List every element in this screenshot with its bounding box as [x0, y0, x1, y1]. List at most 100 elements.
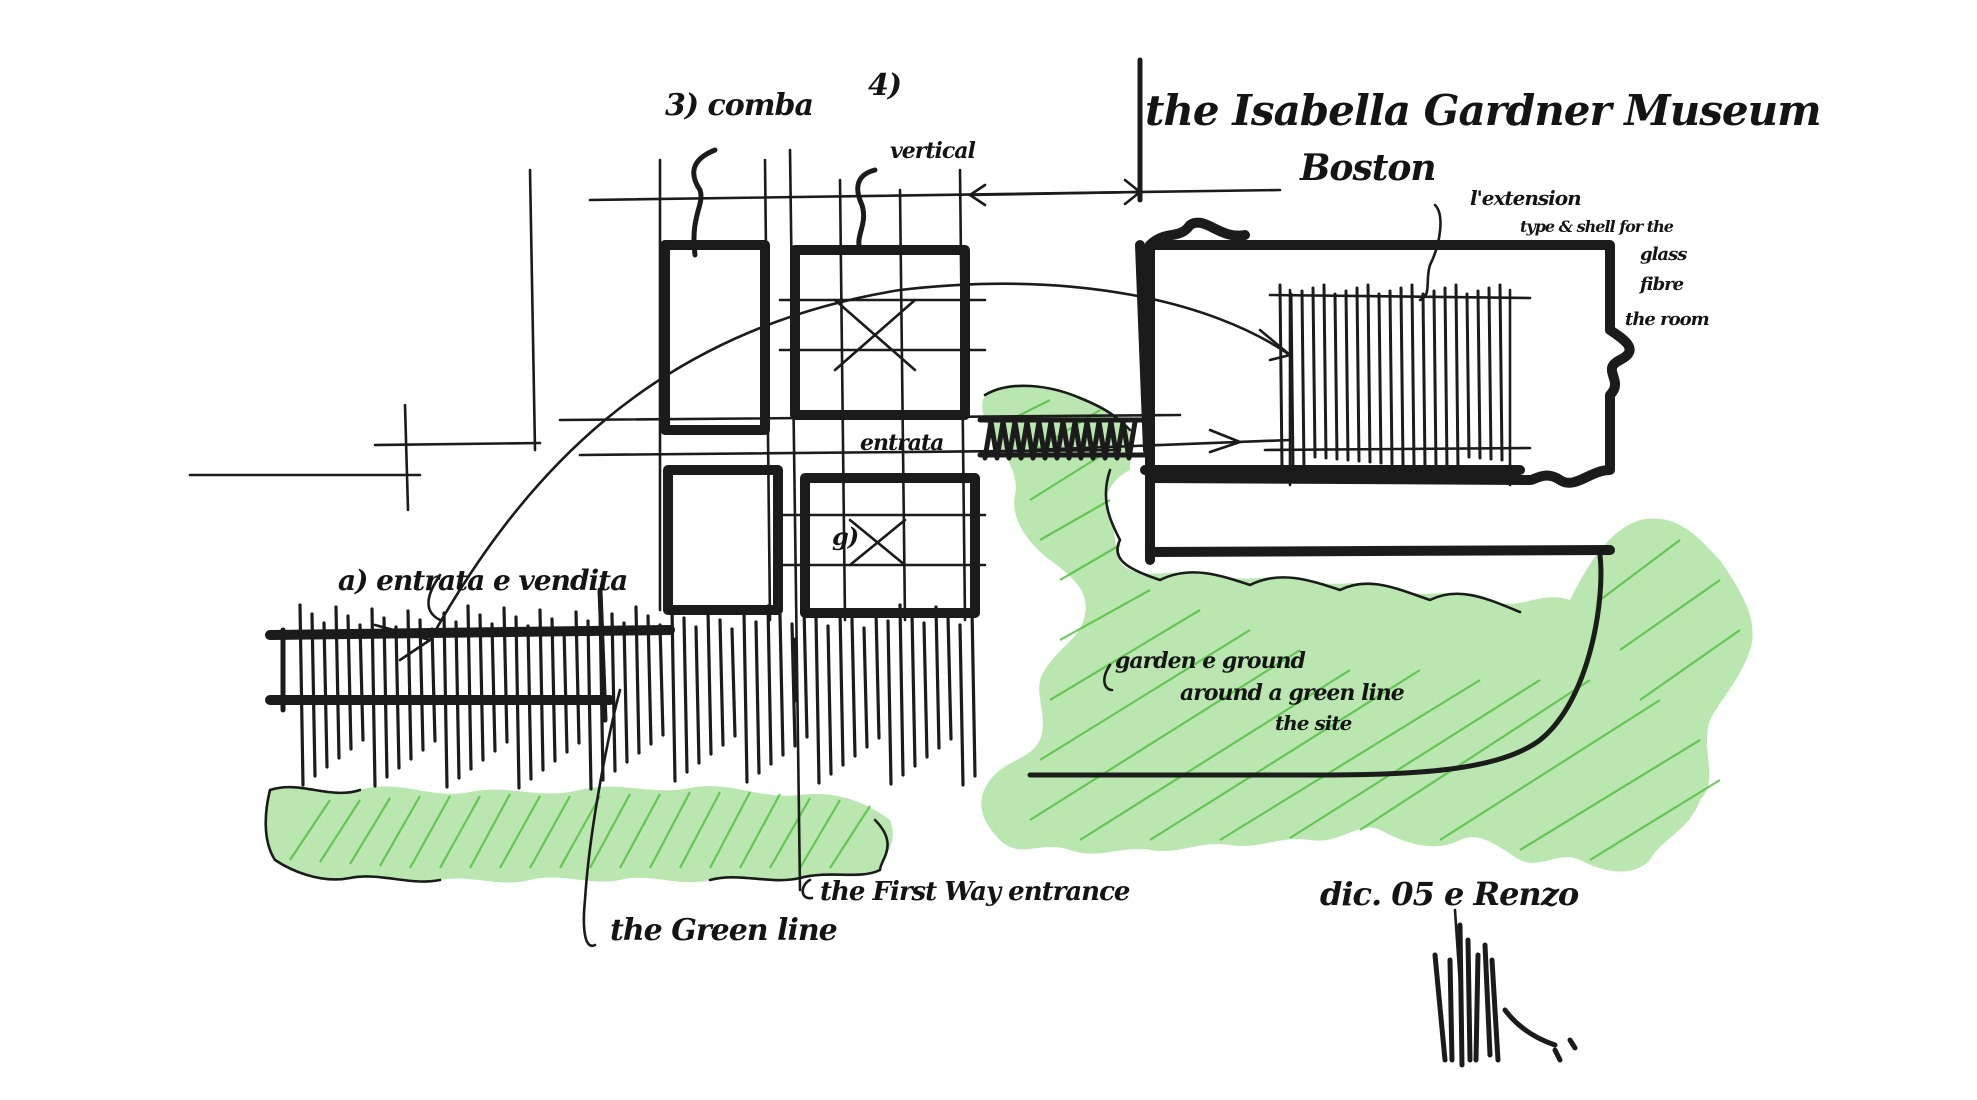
pen-stroke [634, 605, 641, 755]
label-top-left-1: 3) comba [665, 88, 813, 123]
green-area-right-upper [981, 385, 1753, 872]
linear-hatch-strokes [298, 603, 977, 791]
label-right-note-4: fibre [1638, 274, 1684, 295]
pen-stroke [862, 626, 869, 749]
label-first-way: the First Way entrance [820, 877, 1130, 907]
pen-stroke [1355, 286, 1361, 463]
pen-stroke [958, 623, 965, 787]
pen-stroke [730, 627, 737, 738]
pen-stroke [490, 622, 497, 753]
pen-stroke [850, 617, 857, 758]
label-green-line: the Green line [610, 913, 837, 948]
label-right-note-2: type & shell for the [1520, 217, 1674, 236]
label-block-number: g) [832, 522, 858, 551]
pen-stroke [310, 612, 317, 778]
label-linear-element: a) entrata e vendita [338, 564, 627, 597]
pen-stroke [826, 624, 833, 776]
label-museum-city: Boston [1299, 147, 1436, 189]
pen-stroke [658, 623, 665, 737]
pen-stroke [694, 625, 701, 765]
pen-stroke [1432, 289, 1438, 470]
pen-stroke [1300, 289, 1306, 472]
label-entry: entrata [860, 430, 943, 456]
pen-stroke [790, 622, 797, 748]
label-museum-title: the Isabella Gardner Museum [1145, 86, 1821, 135]
pen-stroke [1443, 286, 1449, 471]
pen-stroke [718, 618, 725, 747]
label-green-note-2: around a green line [1180, 680, 1405, 706]
label-top-left-2: 4) [868, 68, 901, 103]
pen-stroke [1465, 292, 1471, 459]
pen-stroke [610, 612, 617, 773]
pen-stroke [1410, 283, 1416, 468]
pen-stroke [442, 611, 449, 789]
pen-stroke [394, 625, 401, 770]
pen-stroke [922, 621, 929, 759]
pen-stroke [334, 605, 341, 760]
pen-stroke [322, 621, 329, 769]
pen-stroke [298, 603, 305, 787]
label-right-note-1: l'extension [1470, 186, 1581, 210]
pen-stroke [946, 614, 953, 741]
pen-stroke [766, 604, 773, 766]
pen-stroke [1498, 283, 1504, 462]
pen-stroke [1454, 283, 1460, 472]
label-right-note-5: the room [1625, 309, 1709, 330]
pen-stroke [466, 604, 473, 771]
pen-stroke [1333, 292, 1339, 461]
pen-stroke [670, 607, 677, 783]
pen-stroke [418, 618, 425, 752]
label-green-note-3: the site [1275, 711, 1352, 735]
pen-stroke [526, 624, 533, 781]
pen-stroke [1289, 292, 1295, 471]
pen-stroke [406, 609, 413, 761]
pen-stroke [502, 606, 509, 744]
pen-stroke [358, 623, 365, 742]
pen-stroke [598, 603, 605, 782]
pen-stroke [586, 619, 593, 791]
pen-stroke [1388, 289, 1394, 466]
pen-stroke [382, 616, 389, 779]
pen-stroke [970, 607, 977, 778]
pen-stroke [742, 611, 749, 784]
block-bottom-left [663, 465, 783, 615]
pen-stroke [934, 605, 941, 750]
pen-stroke [874, 610, 881, 740]
label-date: dic. 05 e Renzo [1320, 875, 1579, 913]
pen-stroke [454, 620, 461, 780]
pen-stroke [706, 609, 713, 756]
pen-stroke [898, 603, 905, 777]
pen-stroke [574, 610, 581, 745]
pen-stroke [1377, 292, 1383, 465]
pen-stroke [562, 626, 569, 754]
pen-stroke [370, 607, 377, 788]
pen-stroke [1344, 289, 1350, 462]
pen-stroke [1421, 292, 1427, 469]
connector-bridge [977, 417, 1153, 461]
pen-stroke [1278, 283, 1284, 470]
pen-stroke [1311, 286, 1317, 459]
pen-stroke [430, 627, 437, 743]
label-top-mid: vertical [890, 138, 976, 164]
pen-stroke [754, 620, 761, 775]
block-top-right [790, 245, 970, 420]
pen-stroke [346, 614, 353, 751]
museum-grid-blocks [658, 147, 987, 892]
pen-stroke [778, 613, 785, 757]
handwritten-labels: 3) comba 4) vertical the Isabella Gardne… [338, 68, 1822, 948]
pen-stroke [886, 619, 893, 786]
pen-stroke [550, 617, 557, 763]
pen-stroke [682, 616, 689, 774]
pen-stroke [646, 614, 653, 746]
pen-stroke [1476, 289, 1482, 460]
pen-stroke [514, 615, 521, 790]
pen-stroke [1322, 283, 1328, 460]
label-green-note-1: garden e ground [1115, 648, 1306, 674]
gallery-hatch-strokes [1278, 283, 1504, 472]
block-top-left [660, 240, 770, 435]
pen-stroke [1366, 283, 1372, 464]
sightline-arcs [373, 282, 1292, 662]
pen-stroke [838, 608, 845, 767]
garden-outline-left [264, 785, 889, 883]
